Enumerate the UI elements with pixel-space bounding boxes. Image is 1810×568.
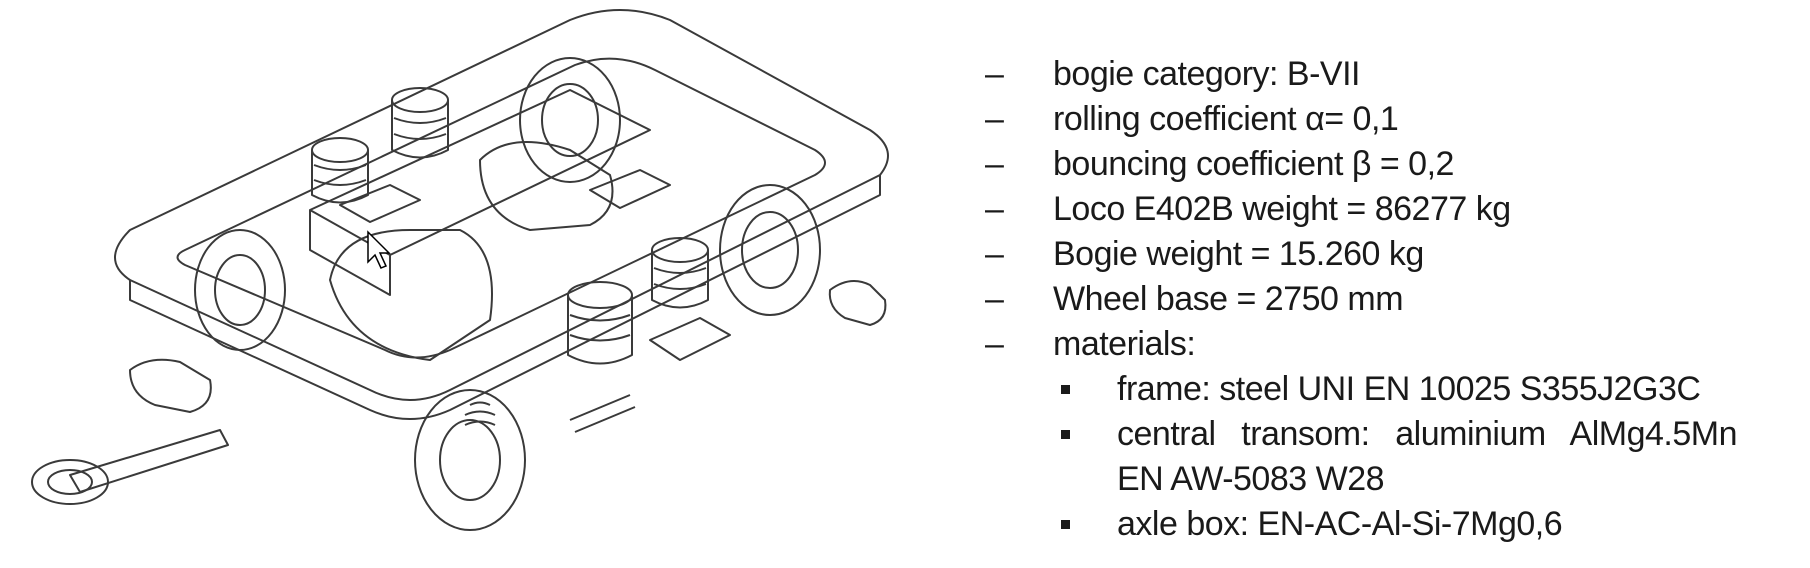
bogie-illustration (31, 9, 889, 531)
axle-box (129, 358, 212, 413)
wheel-front-right (414, 389, 526, 531)
spec-item: – materials: frame: steel UNI EN 10025 S3… (985, 322, 1795, 547)
square-bullet-icon (1061, 430, 1070, 439)
frame-outer (114, 9, 889, 401)
dash-marker: – (985, 55, 1004, 93)
bogie-drawing (10, 0, 910, 560)
spec-bogie-category: bogie category: B-VII (1053, 55, 1361, 93)
spec-item: – Loco E402B weight = 86277 kg (985, 187, 1795, 232)
dash-marker: – (985, 190, 1004, 228)
spec-item: – bogie category: B-VII (985, 52, 1795, 97)
wheel-rear-left (519, 57, 621, 183)
material-item: axle box: EN-AC-Al-Si-7Mg0,6 (1053, 502, 1795, 547)
arrow-pointer-icon (367, 230, 391, 269)
wheel-rear-right (719, 184, 821, 316)
transom-face (309, 210, 391, 296)
spec-bogie-weight: Bogie weight = 15.260 kg (1053, 235, 1424, 273)
spec-bouncing-coefficient: bouncing coefficient β = 0,2 (1053, 145, 1454, 183)
spec-item: – bouncing coefficient β = 0,2 (985, 142, 1795, 187)
spec-item: – Wheel base = 2750 mm (985, 277, 1795, 322)
dash-marker: – (985, 325, 1004, 363)
traction-eye (31, 459, 109, 505)
dash-marker: – (985, 145, 1004, 183)
spec-loco-weight: Loco E402B weight = 86277 kg (1053, 190, 1511, 228)
traction-link (69, 429, 229, 493)
air-spring-4 (651, 237, 709, 309)
air-spring-1 (311, 137, 369, 204)
material-item: central transom: aluminium AlMg4.5Mn EN … (1053, 412, 1738, 502)
square-bullet-icon (1061, 520, 1070, 529)
material-frame: frame: steel UNI EN 10025 S355J2G3C (1117, 370, 1701, 408)
transom-top (309, 89, 651, 256)
material-central-transom: central transom: aluminium AlMg4.5Mn EN … (1117, 415, 1738, 498)
air-spring-3 (567, 281, 633, 365)
materials-list: frame: steel UNI EN 10025 S355J2G3C cent… (1053, 367, 1795, 547)
dash-marker: – (985, 235, 1004, 273)
frame-inner (176, 57, 826, 359)
frame-side (129, 175, 881, 420)
motor-housing (329, 229, 493, 361)
spec-wheel-base: Wheel base = 2750 mm (1053, 280, 1404, 318)
spec-item: – Bogie weight = 15.260 kg (985, 232, 1795, 277)
spec-materials: materials: (1053, 325, 1196, 363)
air-spring-2 (391, 87, 449, 159)
spec-item: – rolling coefficient α= 0,1 (985, 97, 1795, 142)
square-bullet-icon (1061, 385, 1070, 394)
material-item: frame: steel UNI EN 10025 S355J2G3C (1053, 367, 1795, 412)
wheel-front-left (194, 229, 286, 351)
motor-housing-rear (479, 141, 614, 231)
dash-marker: – (985, 280, 1004, 318)
spec-rolling-coefficient: rolling coefficient α= 0,1 (1053, 100, 1399, 138)
dash-marker: – (985, 100, 1004, 138)
material-axle-box: axle box: EN-AC-Al-Si-7Mg0,6 (1117, 505, 1563, 543)
spec-list: – bogie category: B-VII – rolling coeffici… (985, 52, 1795, 547)
